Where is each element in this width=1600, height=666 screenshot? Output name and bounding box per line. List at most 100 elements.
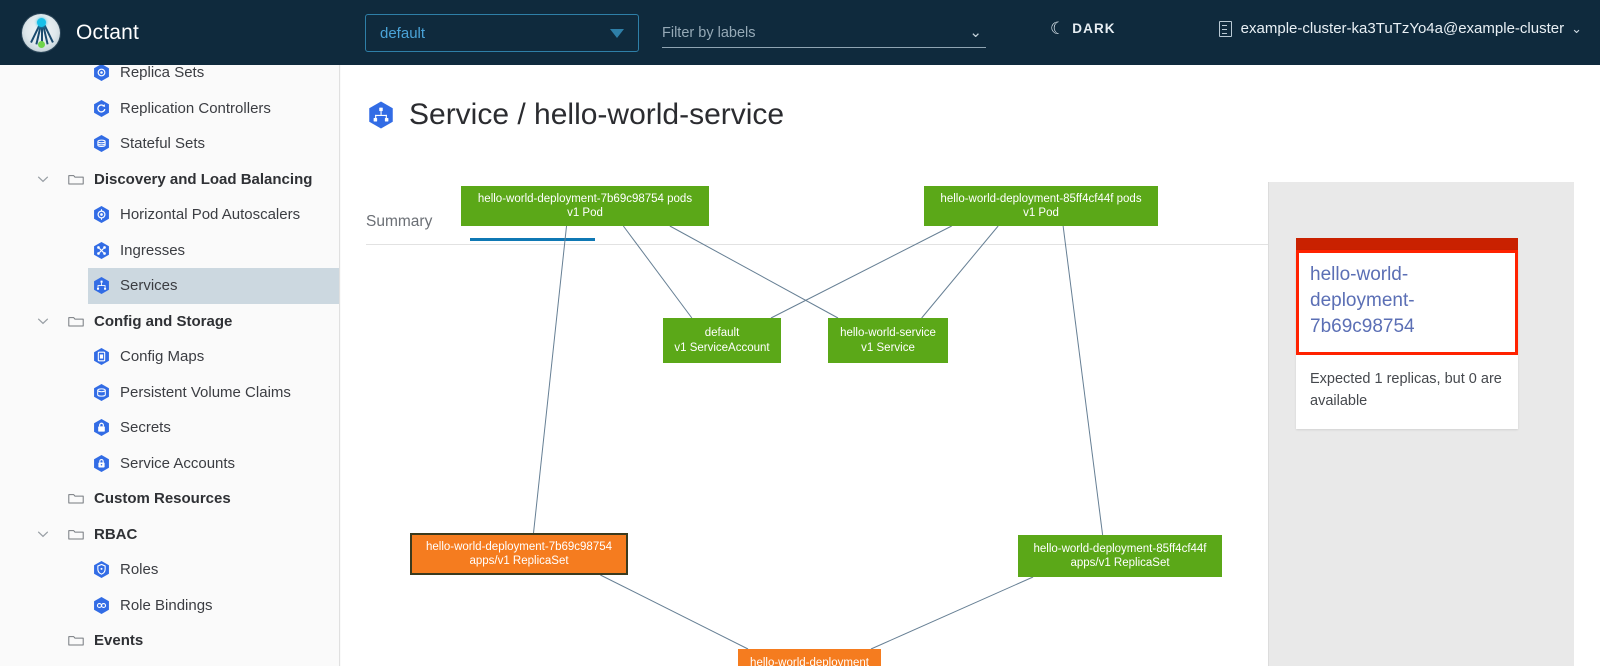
sidebar-item-rbac[interactable]: RBAC [0,517,339,553]
cluster-selector[interactable]: example-cluster-ka3TuTzYo4a@example-clus… [1218,20,1582,37]
sidebar-item-label: Persistent Volume Claims [120,383,291,401]
chevron-down-icon[interactable] [36,314,50,328]
sidebar-item-label: Services [120,277,178,295]
sidebar-item-label: RBAC [94,525,138,543]
chevron-down-icon[interactable] [36,172,50,186]
sidebar-item-stateful-sets[interactable]: Stateful Sets [0,126,339,162]
graph-node-rs-85ff[interactable]: hello-world-deployment-85ff4cf44f apps/v1… [1018,535,1222,577]
sidebar-item-secrets[interactable]: Secrets [0,410,339,446]
octant-logo-icon [22,13,60,52]
brand[interactable]: Octant [22,13,140,52]
label-filter-input[interactable]: Filter by labels ⌄ [662,18,986,48]
k8s-configmap-icon [94,348,109,366]
sidebar-item-label: Replication Controllers [120,99,271,117]
k8s-ingress-icon [94,241,109,259]
k8s-replicationcontroller-icon [94,99,109,117]
graph-node-name: hello-world-service [840,327,936,340]
folder-icon [68,316,84,327]
card-body: hello-world-deployment-7b69c98754 Expect… [1296,250,1518,429]
detail-panel: hello-world-deployment-7b69c98754 Expect… [1268,182,1574,666]
namespace-selector[interactable]: default [365,14,639,52]
graph-node-kind: apps/v1 ReplicaSet [1070,557,1170,569]
k8s-pvc-icon [94,383,109,401]
sidebar-item-label: Custom Resources [94,490,231,508]
sidebar-item-label: Roles [120,561,159,579]
graph-node-name: hello-world-deployment-85ff4cf44f [1033,542,1207,555]
chevron-down-icon[interactable] [36,172,50,186]
graph-node-name: hello-world-deployment-85ff4cf44f pods [940,192,1142,205]
cluster-name: example-cluster-ka3TuTzYo4a@example-clus… [1240,20,1565,37]
page-title-row: Service / hello-world-service [366,98,784,132]
sidebar-item-custom-resources[interactable]: Custom Resources [0,481,339,517]
sidebar-item-service-accounts[interactable]: Service Accounts [0,446,339,482]
graph-node-name: default [704,327,740,340]
theme-toggle-label: DARK [1072,21,1116,36]
sidebar-item-label: Replica Sets [120,65,205,82]
sidebar-item-replica-sets[interactable]: Replica Sets [0,65,339,91]
sidebar-item-ingresses[interactable]: Ingresses [0,233,339,269]
sidebar-item-persistent-volume-claims[interactable]: Persistent Volume Claims [0,375,339,411]
k8s-statefulset-icon [94,135,109,153]
k8s-rolebinding-icon [94,596,109,614]
main-content: Service / hello-world-service SummaryRes… [341,65,1600,666]
graph-node-kind: apps/v1 ReplicaSet [469,555,569,567]
folder-icon [68,494,84,504]
brand-name: Octant [76,20,140,44]
graph-node-kind: v1 ServiceAccount [674,341,770,354]
graph-node-kind: v1 Pod [1023,207,1059,219]
folder-icon [68,174,84,185]
card-status-accent-bar [1296,238,1518,250]
k8s-replicaset-icon [94,65,109,82]
sidebar-item-label: Ingresses [120,241,186,259]
app-header: Octant default Filter by labels ⌄ ☾ DARK… [0,0,1600,65]
chevron-down-icon[interactable] [36,527,50,541]
tab-summary[interactable]: Summary [366,213,433,230]
sidebar-item-roles[interactable]: Roles [0,552,339,588]
graph-edge [533,225,568,534]
sidebar-item-horizontal-pod-autoscalers[interactable]: Horizontal Pod Autoscalers [0,197,339,233]
card-description: Expected 1 replicas, but 0 are available [1310,370,1502,410]
k8s-serviceaccount-icon [94,454,109,472]
sidebar-item-discovery-and-load-balancing[interactable]: Discovery and Load Balancing [0,162,339,198]
sidebar-item-label: Service Accounts [120,454,236,472]
graph-node-kind: v1 Service [861,341,915,354]
graph-edge [921,225,999,319]
sidebar-item-label: Role Bindings [120,596,213,614]
sidebar-item-config-maps[interactable]: Config Maps [0,339,339,375]
card-title-link[interactable]: hello-world-deployment-7b69c98754 [1310,264,1415,338]
resource-detail-card[interactable]: hello-world-deployment-7b69c98754 Expect… [1296,238,1518,429]
graph-node-name: hello-world-deployment-7b69c98754 pods [477,192,693,205]
sidebar-item-label: Config Maps [120,348,205,366]
k8s-role-icon [94,561,109,579]
chevron-down-icon[interactable] [36,527,50,541]
chevron-down-icon[interactable] [36,314,50,328]
sidebar-item-events[interactable]: Events [0,623,339,659]
graph-node-pod-85ff[interactable]: hello-world-deployment-85ff4cf44f pods v1… [924,186,1158,226]
sidebar-item-role-bindings[interactable]: Role Bindings [0,588,339,624]
sidebar-item-services[interactable]: Services [88,268,339,304]
sidebar-item-replication-controllers[interactable]: Replication Controllers [0,91,339,127]
card-title-highlight[interactable]: hello-world-deployment-7b69c98754 [1296,250,1518,355]
folder-icon [68,636,84,646]
resource-graph[interactable]: hello-world-deployment-7b69c98754 pods v1… [341,182,1267,666]
graph-edge [1062,225,1104,536]
theme-toggle[interactable]: ☾ DARK [1050,20,1116,37]
graph-node-deploy-hello[interactable]: hello-world-deploymentapps/v1 Deployment [738,649,881,666]
k8s-service-icon [94,277,109,295]
graph-edge [600,574,749,650]
graph-node-name: hello-world-deployment-7b69c98754 [425,540,613,553]
k8s-secret-icon [94,419,109,437]
chevron-down-icon[interactable]: ⌄ [969,24,982,41]
sidebar-item-label: Horizontal Pod Autoscalers [120,206,301,224]
chevron-down-icon: ⌄ [1571,20,1582,36]
graph-node-rs-7b69[interactable]: hello-world-deployment-7b69c98754 apps/v1… [410,533,628,575]
sidebar-item-config-and-storage[interactable]: Config and Storage [0,304,339,340]
sidebar-item-label: Discovery and Load Balancing [94,170,313,188]
namespace-value: default [380,24,426,42]
graph-edges [533,225,1104,650]
k8s-service-icon [369,101,393,129]
